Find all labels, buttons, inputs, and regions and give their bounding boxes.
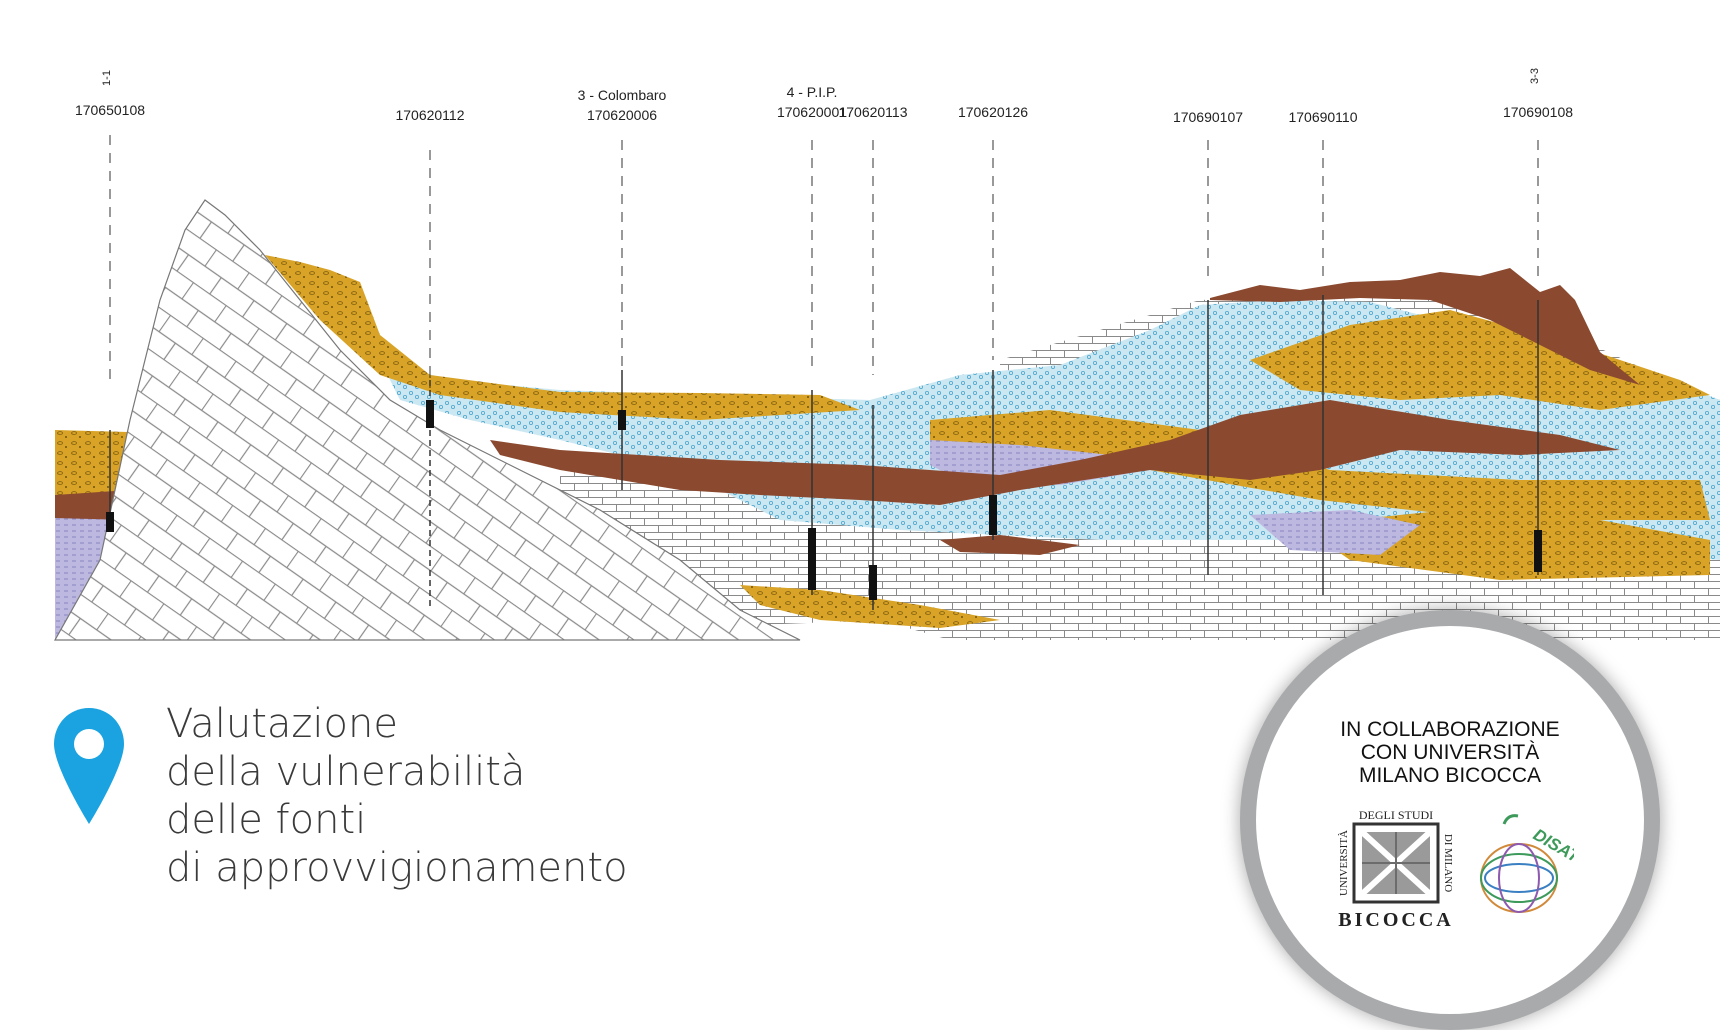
badge-text: IN COLLABORAZIONE CON UNIVERSITÀ MILANO … — [1256, 718, 1644, 787]
geological-cross-section: 170650108 170620112 170620006 3 - Colombaro… — [53, 68, 1720, 641]
caption-text: Valutazione della vulnerabilità delle fo… — [166, 700, 628, 892]
clay-lens-low — [940, 535, 1080, 555]
well-id-label: 170620113 — [838, 104, 907, 120]
bicocca-logo-top: DEGLI STUDI — [1359, 808, 1433, 822]
gravel-lens-mid — [930, 410, 1710, 520]
section-marker-label: 1-1 — [101, 70, 113, 86]
well-id-label: 170690108 — [1503, 104, 1573, 120]
section-marker-label: 3-3 — [1529, 68, 1541, 84]
gravel-basal — [740, 585, 1000, 628]
screen-interval — [989, 495, 997, 535]
caption-line: di approvvigionamento — [166, 845, 628, 891]
gravel-layer-top — [265, 255, 860, 420]
well-id-label: 170650108 — [75, 102, 145, 118]
caption-line: delle fonti — [166, 797, 367, 843]
bicocca-logo-bottom: BICOCCA — [1338, 909, 1453, 931]
silt-west — [55, 515, 115, 640]
well-id-label: 170620126 — [958, 104, 1028, 120]
caption-block: Valutazione della vulnerabilità delle fo… — [52, 700, 628, 892]
well-id-label: 170620006 — [587, 107, 657, 123]
badge-line: IN COLLABORAZIONE — [1340, 718, 1560, 741]
clay-layer-main — [490, 400, 1620, 505]
caption-line: della vulnerabilità — [166, 749, 526, 795]
well-id-label: 170620112 — [395, 107, 464, 123]
bicocca-logo-left: UNIVERSITÀ — [1338, 830, 1350, 896]
silt-lens-east — [1250, 510, 1420, 555]
well-name-label: 4 - P.I.P. — [787, 84, 838, 100]
bedrock-ridge — [53, 199, 801, 641]
screen-interval — [618, 410, 626, 430]
screen-interval — [869, 565, 877, 600]
bicocca-logo-right: DI MILANO — [1442, 834, 1454, 892]
caption-line: Valutazione — [166, 701, 398, 747]
gravel-lens-east — [1250, 310, 1710, 410]
well-name-label: 3 - Colombaro — [578, 87, 667, 103]
screen-interval — [808, 528, 816, 590]
location-pin-icon — [54, 708, 124, 824]
well-id-label: 170690110 — [1288, 109, 1357, 125]
well-id-label: 170620001 — [777, 104, 847, 120]
disat-logo-icon: DISAT — [1480, 814, 1574, 913]
bicocca-logo-icon: DEGLI STUDI UNIVERSITÀ DI MILANO BICOCCA — [1338, 808, 1454, 931]
screen-interval — [106, 512, 114, 532]
badge-line: MILANO BICOCCA — [1358, 764, 1542, 787]
well-id-label: 170690107 — [1173, 109, 1243, 125]
clay-cap-east — [1210, 268, 1640, 385]
badge-line: CON UNIVERSITÀ — [1360, 741, 1540, 764]
screen-interval — [1534, 530, 1542, 572]
gravel-west — [55, 430, 130, 500]
collaboration-badge: IN COLLABORAZIONE CON UNIVERSITÀ MILANO … — [1240, 610, 1660, 1030]
screen-interval — [426, 400, 434, 428]
